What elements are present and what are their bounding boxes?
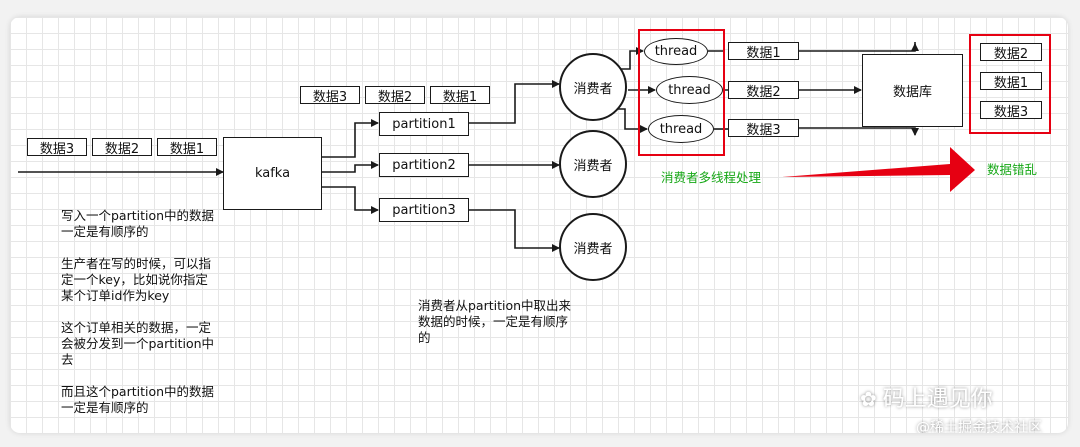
disorder-arrow <box>782 147 975 192</box>
kafka-to-p2 <box>322 161 379 173</box>
kafka-to-p1 <box>322 119 379 158</box>
db-output-data-1: 数据1 <box>980 72 1042 91</box>
disorder-label: 数据错乱 <box>987 162 1038 177</box>
upper-data-3: 数据3 <box>300 86 360 105</box>
wechat-icon: ✿ <box>860 387 877 411</box>
diagram-canvas: 数据3 数据2 数据1 kafka 数据3 数据2 数据1 partition1… <box>10 17 1068 433</box>
db-input-data-3: 数据3 <box>728 119 799 138</box>
note-line: 这个订单相关的数据，一定 <box>61 320 212 335</box>
db-input-data-1: 数据1 <box>728 42 799 61</box>
kafka-to-p3 <box>322 186 379 214</box>
watermark-brand-text: 码上遇见你 <box>882 387 993 412</box>
thread-3: thread <box>648 115 714 143</box>
multithread-label: 消费者多线程处理 <box>661 170 762 185</box>
note-line: 一定是有顺序的 <box>61 224 149 239</box>
note-line: 会被分发到一个partition中 <box>61 336 215 351</box>
data3-to-db <box>799 127 919 136</box>
note-line: 写入一个partition中的数据 <box>61 208 215 223</box>
db-input-data-2: 数据2 <box>728 81 799 100</box>
multithread-highlight <box>638 29 725 156</box>
db-output-data-3: 数据3 <box>980 101 1042 120</box>
kafka-box: kafka <box>223 137 322 210</box>
producer-data-3: 数据3 <box>27 138 87 157</box>
producer-data-2: 数据2 <box>92 138 152 157</box>
consumer-2: 消费者 <box>559 130 627 198</box>
watermark-brand: ✿码上遇见你 <box>860 381 993 413</box>
note-left: 写入一个partition中的数据 一定是有顺序的 生产者在写的时候，可以指 定… <box>61 208 214 416</box>
note-line: 某个订单id作为key <box>61 288 170 303</box>
partition-3: partition3 <box>379 198 469 222</box>
database-box: 数据库 <box>862 54 963 127</box>
output-highlight <box>969 34 1051 134</box>
note-line: 而且这个partition中的数据 <box>61 384 215 399</box>
p1-to-consumer1 <box>469 80 560 124</box>
producer-data-1: 数据1 <box>157 138 217 157</box>
note-line: 定一个key，比如说你指定 <box>61 272 208 287</box>
consumer-3: 消费者 <box>559 213 627 281</box>
thread-1: thread <box>644 38 708 65</box>
note-line: 的 <box>418 330 431 345</box>
note-line: 一定是有顺序的 <box>61 400 149 415</box>
note-line: 数据的时候，一定是有顺序 <box>418 314 569 329</box>
p3-to-consumer3 <box>469 209 560 252</box>
note-middle: 消费者从partition中取出来 数据的时候，一定是有顺序 的 <box>418 298 571 346</box>
db-output-data-2: 数据2 <box>980 43 1042 62</box>
note-line: 生产者在写的时候，可以指 <box>61 256 212 271</box>
note-line: 去 <box>61 352 74 367</box>
partition-2: partition2 <box>379 153 469 177</box>
consumer1-to-thread1 <box>618 47 644 70</box>
upper-data-1: 数据1 <box>430 86 490 105</box>
upper-data-2: 数据2 <box>365 86 425 105</box>
thread-2: thread <box>656 76 723 104</box>
data1-to-db <box>799 42 916 52</box>
watermark-site: @稀土掘金技术社区 <box>916 420 1042 433</box>
note-line: 消费者从partition中取出来 <box>418 298 572 313</box>
consumer-1: 消费者 <box>559 53 627 121</box>
partition-1: partition1 <box>379 112 469 136</box>
consumer1-to-thread3 <box>618 108 648 133</box>
